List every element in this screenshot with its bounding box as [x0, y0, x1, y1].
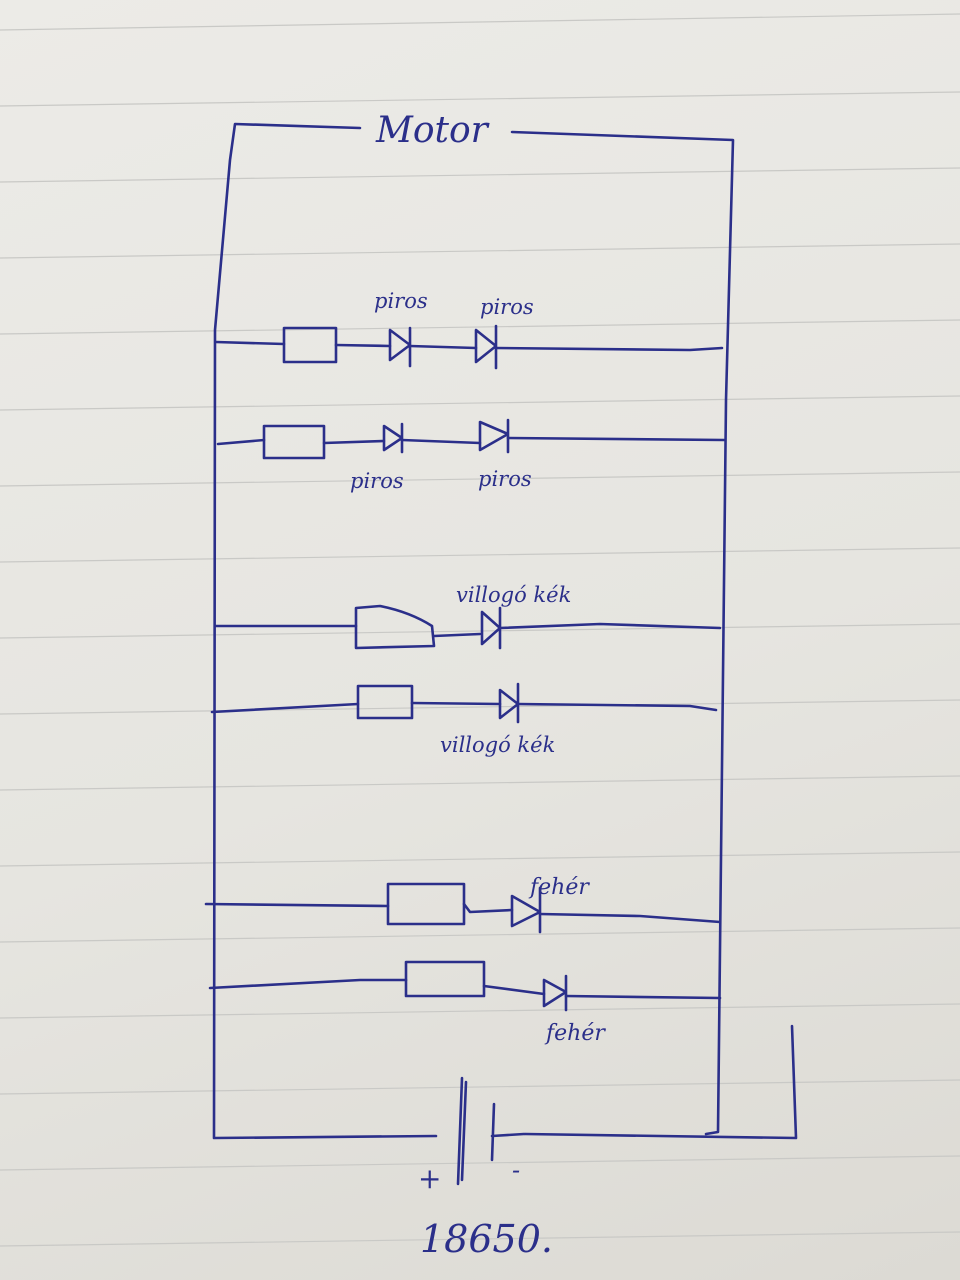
resistor-symbol	[354, 604, 436, 650]
positive-terminal-label: +	[418, 1162, 441, 1195]
led-symbol	[542, 974, 568, 1012]
led-symbol	[474, 324, 498, 370]
outer-wire-loop	[212, 122, 798, 1140]
battery-symbol: + - 18650.	[418, 1076, 553, 1261]
led-symbol	[388, 326, 412, 368]
resistor-symbol	[386, 882, 466, 926]
motor-label: Motor	[375, 110, 490, 151]
branch-blue-2: villogó kék	[210, 682, 718, 757]
branch-blue-1: villogó kék	[214, 583, 722, 650]
led-symbol	[480, 606, 502, 650]
battery-type-label: 18650.	[420, 1217, 553, 1261]
led-symbol	[478, 418, 510, 454]
ruled-lines	[0, 13, 960, 1247]
resistor-symbol	[262, 424, 326, 460]
branch-white-1: fehér	[204, 875, 722, 934]
blinking-blue-led-label: villogó kék	[456, 583, 571, 607]
led-symbol	[382, 422, 404, 454]
branch-red-1: piros piros	[214, 289, 724, 370]
resistor-symbol	[282, 326, 338, 364]
white-led-label: fehér	[528, 875, 590, 900]
resistor-symbol	[356, 684, 414, 720]
white-led-label: fehér	[544, 1021, 606, 1046]
branch-red-2: piros piros	[216, 418, 726, 493]
blinking-blue-led-label: villogó kék	[440, 733, 555, 757]
resistor-symbol	[404, 960, 486, 998]
red-led-label: piros	[478, 467, 532, 491]
red-led-label: piros	[374, 289, 428, 313]
red-led-label: piros	[480, 295, 534, 319]
negative-terminal-label: -	[512, 1156, 520, 1184]
led-symbol	[498, 682, 520, 724]
red-led-label: piros	[350, 469, 404, 493]
branch-white-2: fehér	[208, 960, 722, 1046]
led-symbol	[510, 886, 542, 934]
